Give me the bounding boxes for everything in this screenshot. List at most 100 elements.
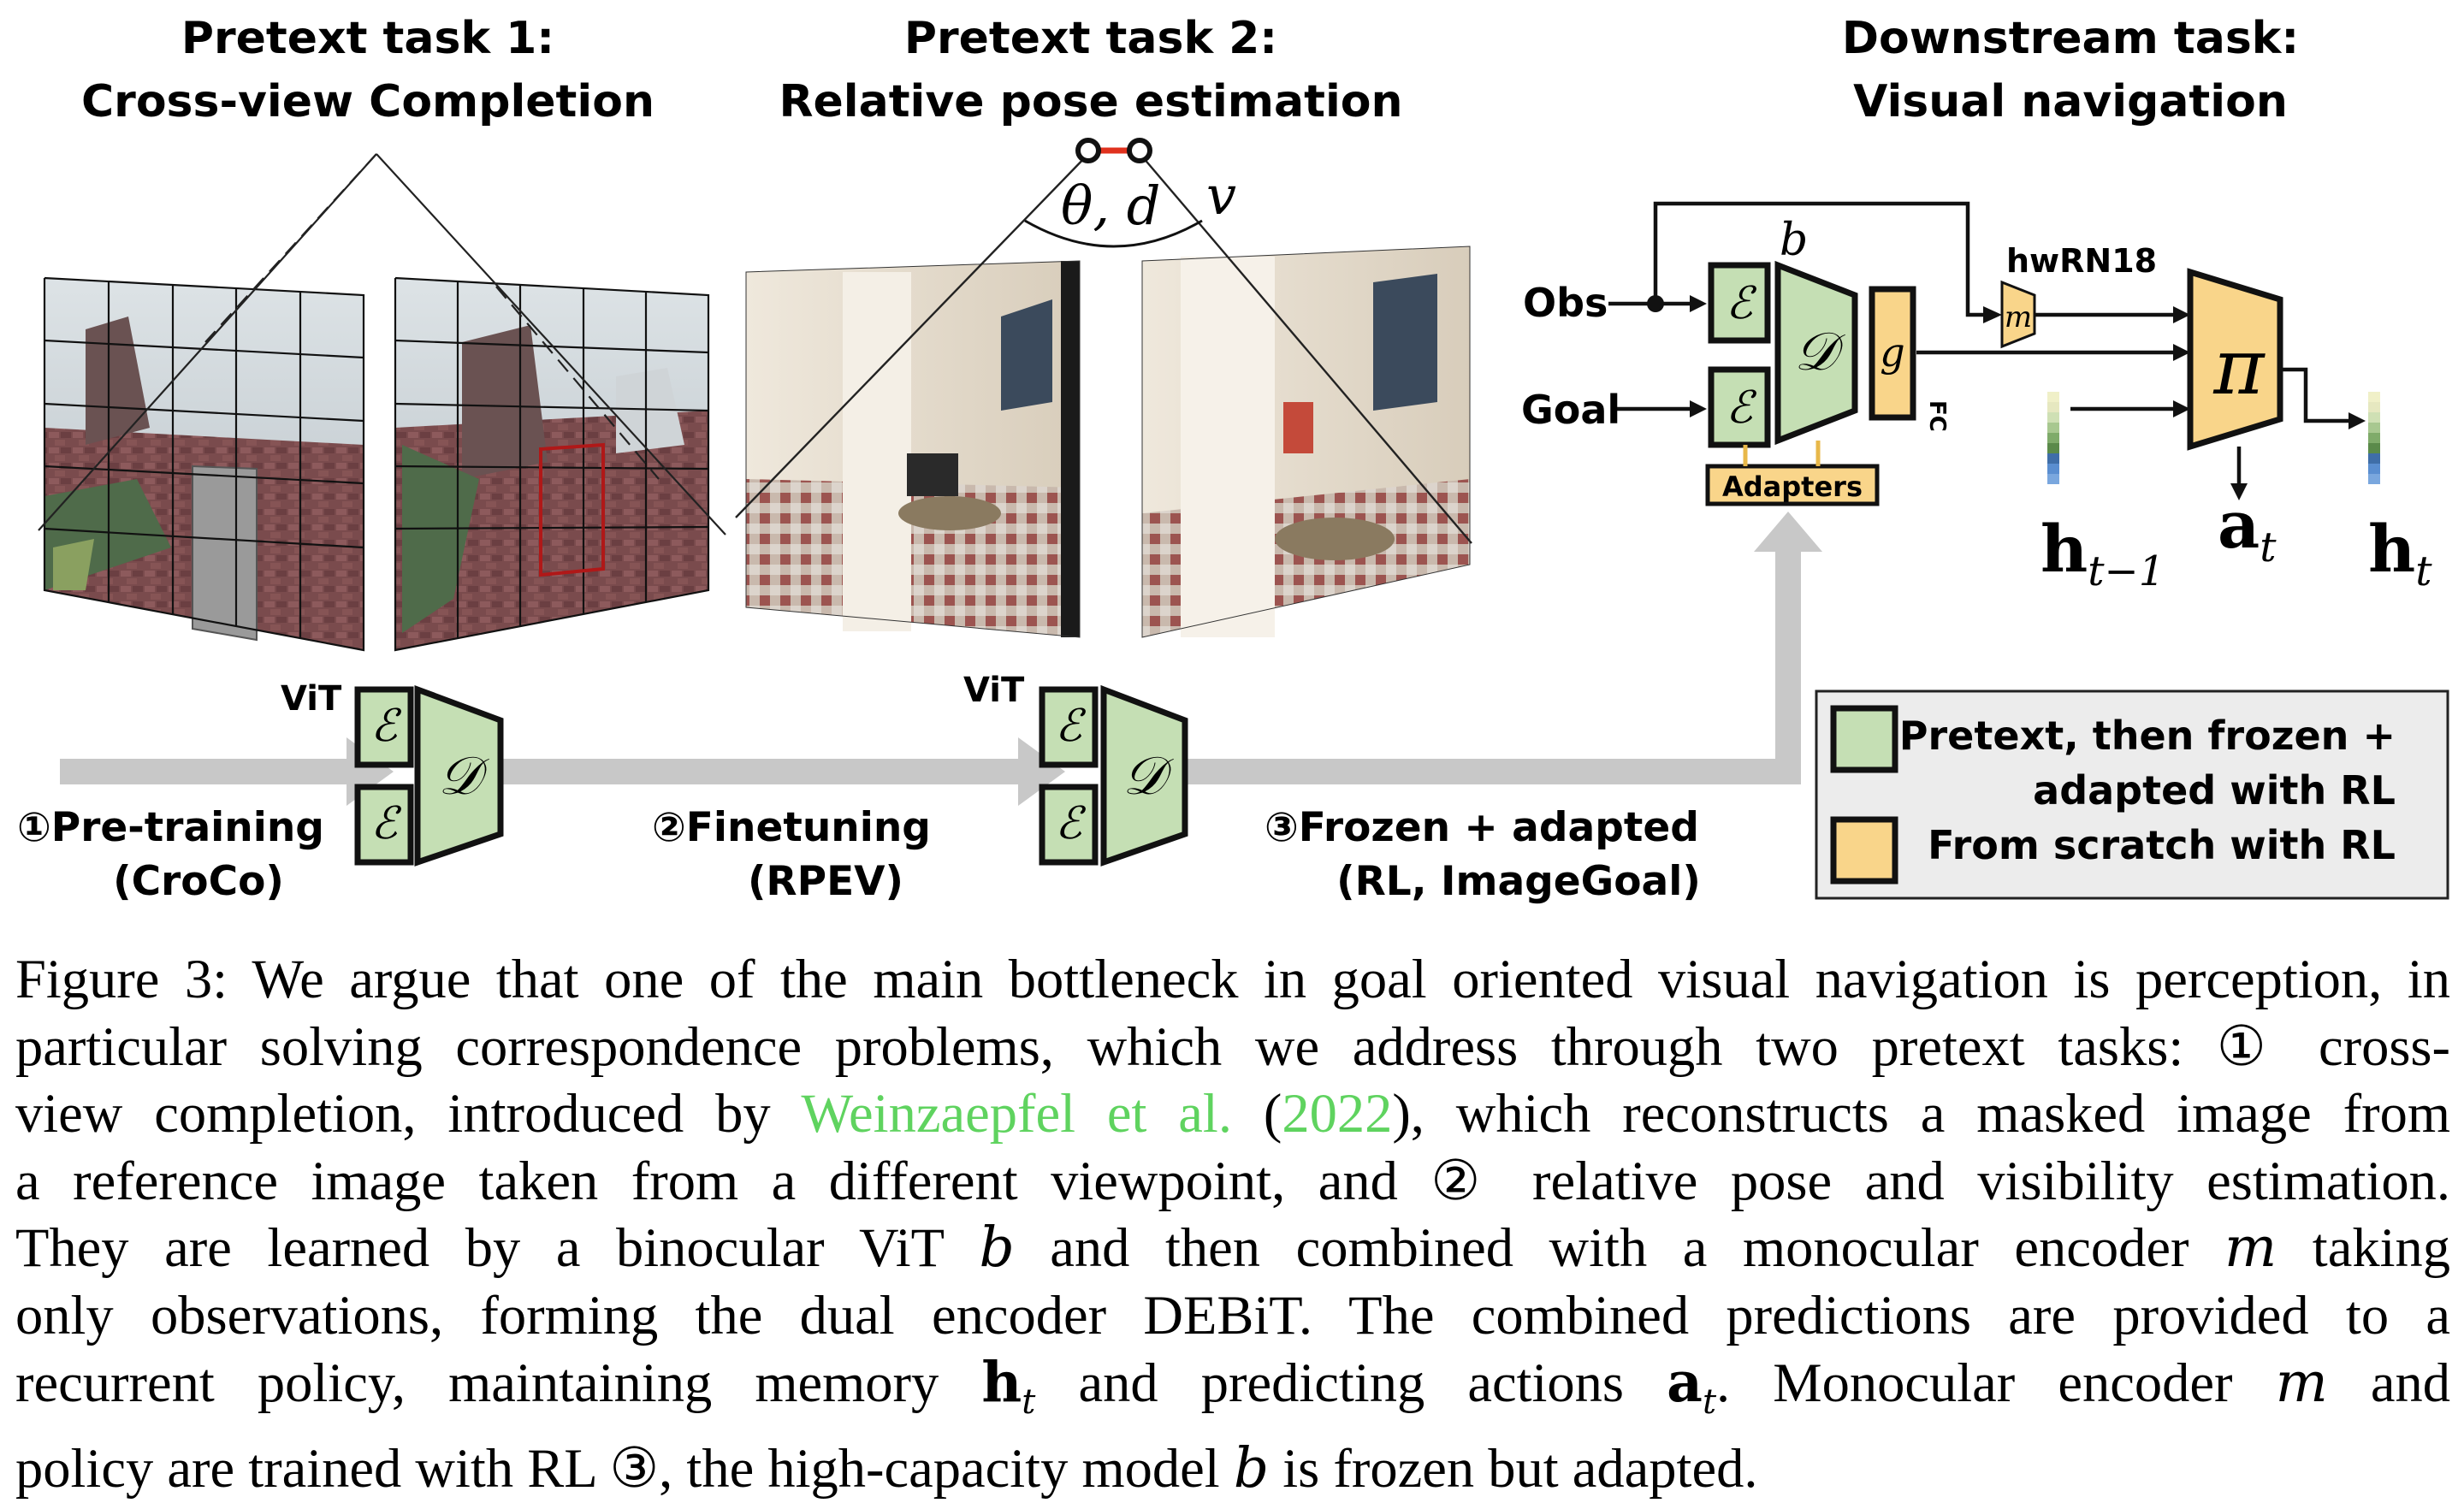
stage-2-detail: (RPEV) bbox=[748, 858, 903, 905]
caption-text: They are learned by a binocular ViT bbox=[15, 1217, 980, 1278]
math-sub: t bbox=[1022, 1382, 1036, 1422]
math-m: m bbox=[2275, 1351, 2328, 1415]
citation-link[interactable]: Weinzaepfel et al. bbox=[801, 1083, 1232, 1144]
stage-labels: ①Pre-training (CroCo) ②Finetuning (RPEV)… bbox=[17, 804, 1701, 905]
monocular-m-label: m bbox=[2005, 300, 2032, 334]
stage-3-detail: (RL, ImageGoal) bbox=[1336, 858, 1701, 905]
encoder-symbol: ℰ bbox=[1055, 798, 1086, 849]
encoder-symbol: ℰ bbox=[370, 701, 401, 752]
header-pretext-task-1: Pretext task 1: Cross-view Completion bbox=[51, 7, 684, 133]
legend-item-scratch: From scratch with RL bbox=[1928, 822, 2396, 868]
policy-pi: π bbox=[2212, 322, 2266, 412]
math-m: m bbox=[2224, 1216, 2277, 1280]
h-symbol: h bbox=[2368, 511, 2415, 587]
rpev-image-left bbox=[745, 260, 1081, 638]
stage-3-label: ③Frozen + adapted bbox=[1265, 804, 1699, 851]
croco-masked-image bbox=[43, 276, 365, 652]
math-a: a bbox=[1667, 1350, 1703, 1415]
vit-block-pretraining: ViT ℰ ℰ 𝒟 bbox=[281, 679, 504, 867]
math-b: b bbox=[979, 1216, 1015, 1280]
h-prev-symbol: h bbox=[2040, 511, 2088, 587]
relative-pose-cameras bbox=[1075, 138, 1152, 163]
caption-text: ), which reconstructs a masked image fro… bbox=[1392, 1083, 2451, 1144]
encoder-symbol: ℰ bbox=[370, 798, 401, 849]
fc-head-g: g bbox=[1880, 329, 1904, 376]
figure-diagram: Pretext task 1: Cross-view Completion Pr… bbox=[17, 7, 2449, 905]
caption-text: is frozen but adapted. bbox=[1269, 1438, 1758, 1500]
caption-line: recurrent policy, maintaining memory ht … bbox=[15, 1349, 2450, 1435]
vit-label: ViT bbox=[963, 671, 1025, 710]
diagram-svg: θ, d v ViT ℰ ℰ 𝒟 ViT ℰ bbox=[17, 138, 2449, 905]
caption-text: and then combined with a monocular encod… bbox=[1014, 1217, 2225, 1278]
vit-block-finetuning: ViT ℰ ℰ 𝒟 bbox=[963, 671, 1188, 867]
obs-label: Obs bbox=[1523, 280, 1608, 326]
caption-line: only observations, forming the dual enco… bbox=[15, 1284, 2450, 1346]
h-prev-label: ht−1 bbox=[2040, 511, 2165, 595]
header-line: Relative pose estimation bbox=[779, 76, 1403, 127]
rpev-image-right bbox=[1141, 246, 1471, 638]
caption-line: Figure 3: We argue that one of the main … bbox=[15, 949, 2450, 1009]
nav-encoder-goal: ℰ bbox=[1726, 382, 1756, 434]
pipeline-arrows bbox=[60, 512, 1822, 806]
croco-frustum-lines bbox=[38, 153, 726, 536]
header-line: Cross-view Completion bbox=[81, 76, 654, 127]
navigation-architecture: ℰ ℰ 𝒟 g FC b Obs Goal Adapters m hwRN18 … bbox=[1521, 201, 2432, 595]
rpev-frustum-lines bbox=[735, 151, 1472, 544]
action-symbol: a bbox=[2218, 487, 2260, 563]
adapters-label: Adapters bbox=[1722, 470, 1863, 503]
fc-label: FC bbox=[1924, 400, 1950, 432]
stage-number: ① bbox=[17, 804, 51, 851]
header-line: Pretext task 2: bbox=[903, 13, 1278, 64]
stage-name: Finetuning bbox=[686, 804, 931, 851]
header-pretext-task-2: Pretext task 2: Relative pose estimation bbox=[753, 7, 1429, 133]
h-label: ht bbox=[2368, 511, 2432, 595]
caption-line: particular solving correspondence proble… bbox=[15, 1015, 2450, 1077]
caption-text: view completion, introduced by bbox=[15, 1083, 802, 1144]
caption-text: ( bbox=[1231, 1083, 1282, 1144]
caption-text: and bbox=[2327, 1352, 2451, 1413]
caption-text: recurrent policy, maintaining memory bbox=[15, 1352, 982, 1413]
math-h: h bbox=[981, 1350, 1022, 1415]
action-label: at bbox=[2218, 487, 2277, 571]
header-line: Pretext task 1: bbox=[181, 13, 555, 64]
figure-caption: Figure 3: We argue that one of the main … bbox=[15, 946, 2450, 1503]
math-sub: t bbox=[1702, 1382, 1717, 1422]
stage-name: Frozen + adapted bbox=[1299, 804, 1699, 851]
caption-line: They are learned by a binocular ViT b an… bbox=[15, 1215, 2450, 1282]
caption-line: view completion, introduced by Weinzaepf… bbox=[15, 1080, 2450, 1148]
stage-2-label: ②Finetuning bbox=[652, 804, 931, 851]
memory-vector-prev bbox=[2047, 392, 2059, 484]
legend-item-pretext-line2: adapted with RL bbox=[2033, 767, 2396, 814]
stage-number: ② bbox=[652, 804, 686, 851]
caption-text: taking bbox=[2277, 1217, 2451, 1278]
caption-line: a reference image taken from a different… bbox=[15, 1150, 2450, 1211]
encoder-symbol: ℰ bbox=[1055, 701, 1086, 752]
nav-encoder-obs: ℰ bbox=[1726, 278, 1756, 329]
stage-number: ③ bbox=[1265, 804, 1299, 851]
citation-year-link[interactable]: 2022 bbox=[1282, 1083, 1393, 1144]
h-prev-subscript: t−1 bbox=[2088, 547, 2165, 595]
memory-vector-next bbox=[2368, 392, 2380, 484]
caption-line: policy are trained with RL ③, the high-c… bbox=[15, 1435, 2450, 1503]
binocular-b-label: b bbox=[1780, 215, 1808, 266]
caption-text: and predicting actions bbox=[1035, 1352, 1667, 1413]
stage-name: Pre-training bbox=[51, 804, 324, 851]
math-b: b bbox=[1233, 1436, 1270, 1501]
caption-text: policy are trained with RL ③, the high-c… bbox=[15, 1438, 1234, 1500]
hwrn18-label: hwRN18 bbox=[2006, 242, 2157, 280]
action-subscript: t bbox=[2260, 524, 2277, 571]
legend: Pretext, then frozen + adapted with RL F… bbox=[1815, 689, 2449, 900]
header-downstream-task: Downstream task: Visual navigation bbox=[1780, 7, 2361, 133]
header-line: Downstream task: bbox=[1841, 13, 2300, 64]
legend-item-pretext-line1: Pretext, then frozen + bbox=[1899, 713, 2396, 759]
goal-label: Goal bbox=[1521, 387, 1620, 433]
caption-text: . Monocular encoder bbox=[1716, 1352, 2276, 1413]
pose-label: θ, d bbox=[1061, 175, 1160, 237]
vit-label: ViT bbox=[281, 679, 342, 719]
stage-1-detail: (CroCo) bbox=[113, 858, 284, 905]
header-line: Visual navigation bbox=[1853, 76, 2288, 127]
h-subscript: t bbox=[2415, 547, 2432, 595]
croco-reference-image bbox=[394, 276, 710, 652]
visibility-label: v bbox=[1206, 164, 1236, 227]
stage-1-label: ①Pre-training bbox=[17, 804, 324, 851]
